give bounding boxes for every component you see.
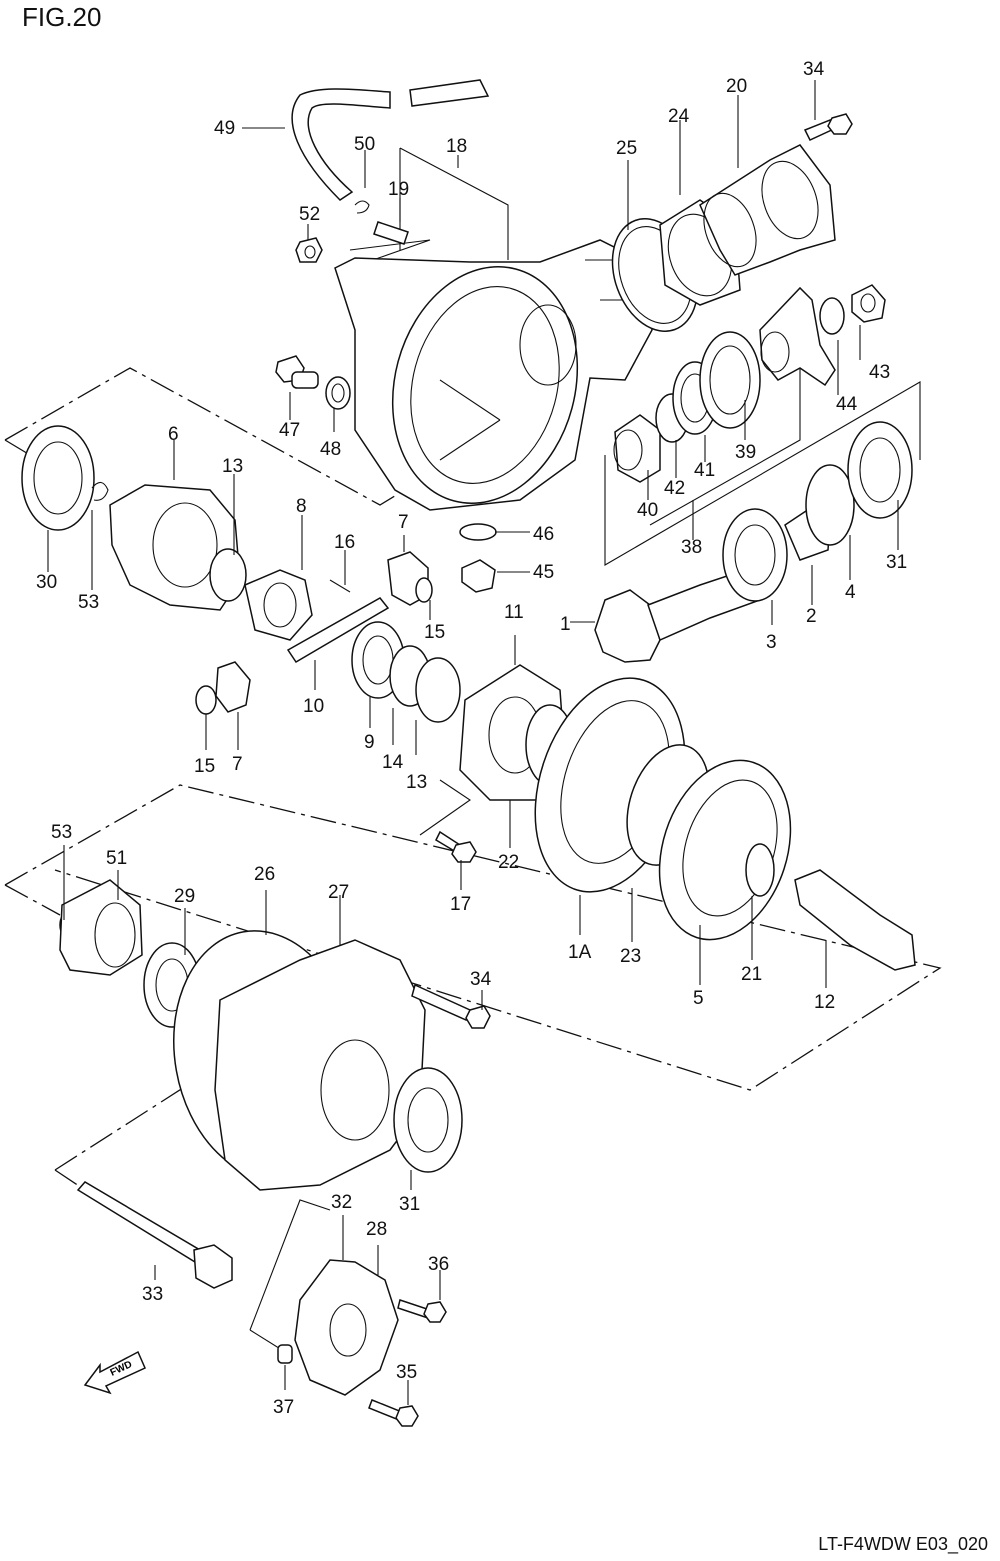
- leader-lines: [47, 80, 899, 1405]
- callout-8: 8: [296, 496, 307, 517]
- diagram-code: LT-F4WDW E03_020: [818, 1534, 988, 1554]
- callout-30: 30: [36, 572, 57, 593]
- callout-49: 49: [214, 118, 235, 139]
- callout-43: 43: [869, 362, 890, 383]
- callout-45: 45: [533, 562, 554, 583]
- rear-case-assembly: [611, 113, 853, 332]
- callout-5: 5: [693, 988, 704, 1009]
- callout-44: 44: [836, 394, 858, 415]
- callout-1: 1: [560, 614, 571, 635]
- callout-21: 21: [741, 964, 762, 985]
- callout-18: 18: [446, 136, 467, 157]
- mount-bracket-assembly: [76, 1181, 447, 1427]
- callout-13-upper: 13: [222, 456, 243, 477]
- callout-9: 9: [364, 732, 375, 753]
- callout-29: 29: [174, 886, 195, 907]
- callout-38: 38: [681, 537, 702, 558]
- ring-gear-output: [534, 677, 916, 971]
- callout-7-lower: 7: [232, 754, 243, 775]
- side-gear-set: [195, 523, 497, 723]
- callout-34-lower: 34: [470, 969, 492, 990]
- callout-31-upper: 31: [886, 552, 907, 573]
- callout-53-upper: 53: [78, 592, 99, 613]
- callout-6: 6: [168, 424, 179, 445]
- fwd-arrow-icon: FWD: [83, 1350, 146, 1395]
- callout-50: 50: [354, 134, 375, 155]
- callout-23: 23: [620, 946, 641, 967]
- callout-41: 41: [694, 460, 715, 481]
- callout-51: 51: [106, 848, 127, 869]
- callout-52: 52: [299, 204, 320, 225]
- callout-10: 10: [303, 696, 324, 717]
- callout-4: 4: [845, 582, 856, 603]
- callout-13-lower: 13: [406, 772, 427, 793]
- callout-36: 36: [428, 1254, 449, 1275]
- callout-39: 39: [735, 442, 756, 463]
- callout-32: 32: [331, 1192, 352, 1213]
- differential-case-left: [21, 425, 247, 611]
- callout-19: 19: [388, 179, 409, 200]
- pinion-flange-assembly: [613, 284, 886, 483]
- callout-46: 46: [533, 524, 554, 545]
- callout-47: 47: [279, 420, 300, 441]
- callout-16: 16: [334, 532, 355, 553]
- callout-53-lower: 53: [51, 822, 72, 843]
- callout-40: 40: [637, 500, 658, 521]
- lower-housing-assembly: [59, 879, 491, 1191]
- differential-housing: [334, 239, 653, 511]
- callout-11: 11: [504, 602, 524, 623]
- callout-15-upper: 15: [424, 622, 445, 643]
- callout-15-lower: 15: [194, 756, 215, 777]
- callout-31-lower: 31: [399, 1194, 420, 1215]
- callout-24: 24: [668, 106, 690, 127]
- callout-28: 28: [366, 1219, 387, 1240]
- callout-7-upper: 7: [398, 512, 409, 533]
- small-fittings-top: [275, 221, 409, 410]
- callout-33: 33: [142, 1284, 163, 1305]
- callout-labels: 1 1A 2 3 4 5 6 7 7 8 9 10 11 12 13 13 14…: [36, 59, 907, 1418]
- callout-42: 42: [664, 478, 685, 499]
- callout-1a: 1A: [568, 942, 592, 963]
- callout-17: 17: [450, 894, 471, 915]
- callout-26: 26: [254, 864, 275, 885]
- callout-25: 25: [616, 138, 637, 159]
- breather-hose: [291, 79, 490, 214]
- drive-pinion-assembly: [594, 421, 913, 663]
- callout-2: 2: [806, 606, 817, 627]
- callout-12: 12: [814, 992, 835, 1013]
- callout-27: 27: [328, 882, 349, 903]
- callout-35: 35: [396, 1362, 417, 1383]
- callout-37: 37: [273, 1397, 294, 1418]
- callout-22: 22: [498, 852, 519, 873]
- callout-34-upper: 34: [803, 59, 825, 80]
- callout-48: 48: [320, 439, 341, 460]
- figure-title: FIG.20: [22, 2, 102, 32]
- callout-3: 3: [766, 632, 777, 653]
- callout-20: 20: [726, 76, 747, 97]
- callout-14: 14: [382, 752, 404, 773]
